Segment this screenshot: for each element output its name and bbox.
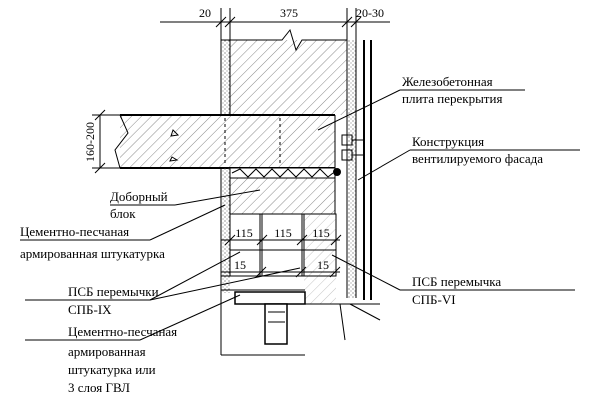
label-plaster-2: Цементно-песчаная армированная штукатурк… (68, 324, 177, 395)
label-plaster-1-line1: Цементно-песчаная (20, 224, 129, 239)
label-plaster-2-line2: армированная (68, 344, 146, 359)
upper-wall (220, 28, 348, 115)
label-slab-line1: Железобетонная (402, 74, 493, 89)
label-slab-line2: плита перекрытия (402, 91, 502, 106)
label-psb-ix-line1: ПСБ перемычки (68, 284, 159, 299)
facade (341, 40, 372, 300)
insulation-zigzag (231, 168, 334, 178)
label-block-line1: Доборный (110, 189, 168, 204)
left-plaster (220, 168, 230, 293)
dim-top-mid: 375 (280, 6, 298, 20)
label-plaster-2-line1: Цементно-песчаная (68, 324, 177, 339)
dim-top-left: 20 (199, 6, 211, 20)
label-block: Доборный блок (110, 189, 168, 221)
extra-block (229, 177, 336, 215)
dim-top-right: 20-30 (356, 6, 384, 20)
label-psb-ix-line2: СПБ-IX (68, 302, 112, 317)
top-dimensions: 20 375 20-30 (160, 6, 390, 40)
label-block-line2: блок (110, 206, 136, 221)
label-psb-ix: ПСБ перемычки СПБ-IX (68, 284, 159, 317)
dim-gap-right: 15 (317, 258, 329, 272)
dim-gap-left: 15 (234, 258, 246, 272)
label-plaster-2-line4: 3 слоя ГВЛ (68, 380, 130, 395)
dim-seg-1: 115 (235, 226, 253, 240)
label-psb-vi: ПСБ перемычка СПБ-VI (412, 274, 501, 307)
lintels (221, 213, 337, 304)
label-psb-vi-line1: ПСБ перемычка (412, 274, 501, 289)
label-plaster-2-line3: штукатурка или (68, 362, 156, 377)
lintel-dimensions: 115 115 115 (221, 226, 342, 246)
label-slab: Железобетонная плита перекрытия (402, 74, 502, 106)
label-facade: Конструкция вентилируемого фасада (412, 134, 543, 166)
label-plaster-1-line2: армированная штукатурка (20, 246, 165, 261)
label-plaster-1: Цементно-песчаная армированная штукатурк… (20, 224, 165, 261)
dim-slab: 160-200 (83, 122, 97, 162)
dim-seg-3: 115 (312, 226, 330, 240)
concrete-slab (114, 114, 336, 169)
label-facade-line2: вентилируемого фасада (412, 151, 543, 166)
anchor-dot (333, 168, 341, 176)
label-facade-line1: Конструкция (412, 134, 484, 149)
dim-seg-2: 115 (274, 226, 292, 240)
label-psb-vi-line2: СПБ-VI (412, 292, 456, 307)
leader-lines (20, 89, 580, 341)
window-frame (220, 291, 381, 356)
